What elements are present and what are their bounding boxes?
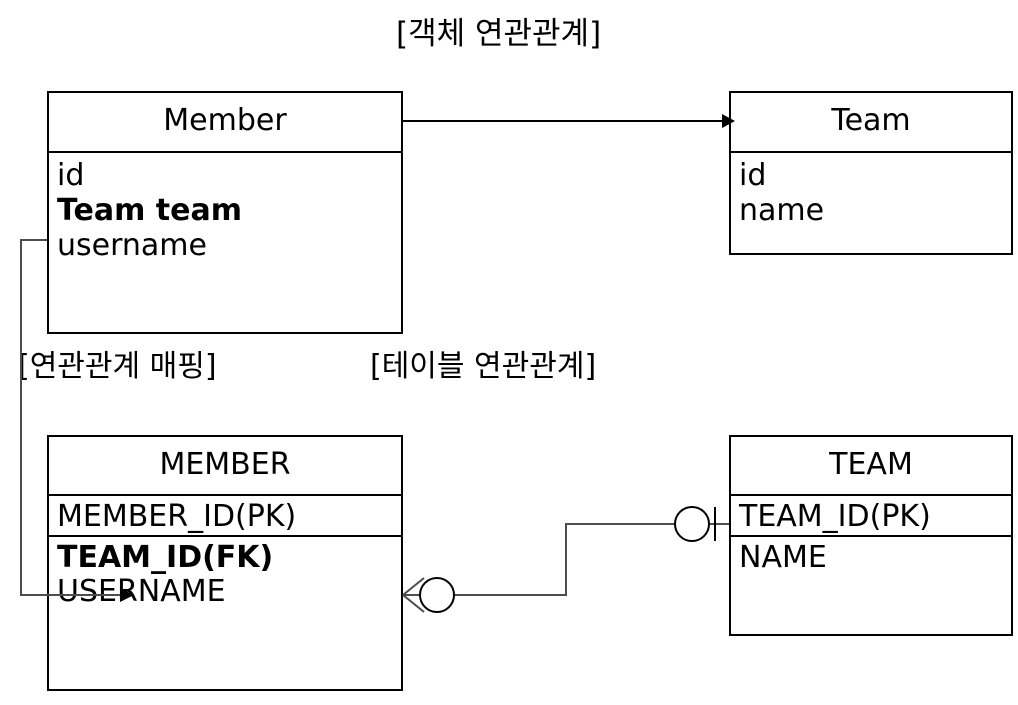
entity-field-list-member: id Team team username bbox=[49, 153, 401, 264]
zero-cardinality-icon bbox=[419, 577, 455, 613]
table-column-group: MEMBER_ID(PK) bbox=[49, 496, 401, 535]
entity-field: name bbox=[739, 193, 825, 228]
table-header-member: MEMBER bbox=[49, 437, 401, 496]
label-association-mapping: [연관관계 매핑] bbox=[18, 349, 217, 384]
entity-header-member: Member bbox=[49, 93, 401, 153]
table-column-group: TEAM_ID(FK) USERNAME bbox=[49, 535, 401, 610]
table-column: TEAM_ID(FK) bbox=[57, 540, 274, 575]
page-title: [객체 연관관계] bbox=[396, 16, 602, 52]
table-box-member[interactable]: MEMBER MEMBER_ID(PK) TEAM_ID(FK) USERNAM… bbox=[47, 435, 403, 691]
table-column-group: NAME bbox=[731, 535, 1011, 576]
table-column: USERNAME bbox=[57, 574, 226, 609]
table-column: NAME bbox=[739, 540, 827, 575]
table-column: MEMBER_ID(PK) bbox=[57, 499, 297, 534]
entity-header-team: Team bbox=[731, 93, 1011, 153]
table-box-team[interactable]: TEAM TEAM_ID(PK) NAME bbox=[729, 435, 1013, 636]
table-column-group: TEAM_ID(PK) bbox=[731, 496, 1011, 535]
zero-cardinality-icon bbox=[674, 506, 710, 542]
entity-field-list-team: id name bbox=[731, 153, 1011, 229]
connector-table-fk bbox=[402, 506, 729, 613]
table-column: TEAM_ID(PK) bbox=[739, 499, 931, 534]
entity-field: Team team bbox=[57, 193, 242, 228]
entity-box-team[interactable]: Team id name bbox=[729, 91, 1013, 255]
entity-field: username bbox=[57, 228, 207, 263]
entity-field: id bbox=[57, 158, 85, 193]
entity-box-member[interactable]: Member id Team team username bbox=[47, 91, 403, 334]
table-header-team: TEAM bbox=[731, 437, 1011, 496]
entity-field: id bbox=[739, 158, 767, 193]
crows-foot-icon bbox=[402, 577, 425, 613]
connector-member-to-team bbox=[403, 114, 735, 128]
label-table-relation: [테이블 연관관계] bbox=[370, 349, 597, 384]
